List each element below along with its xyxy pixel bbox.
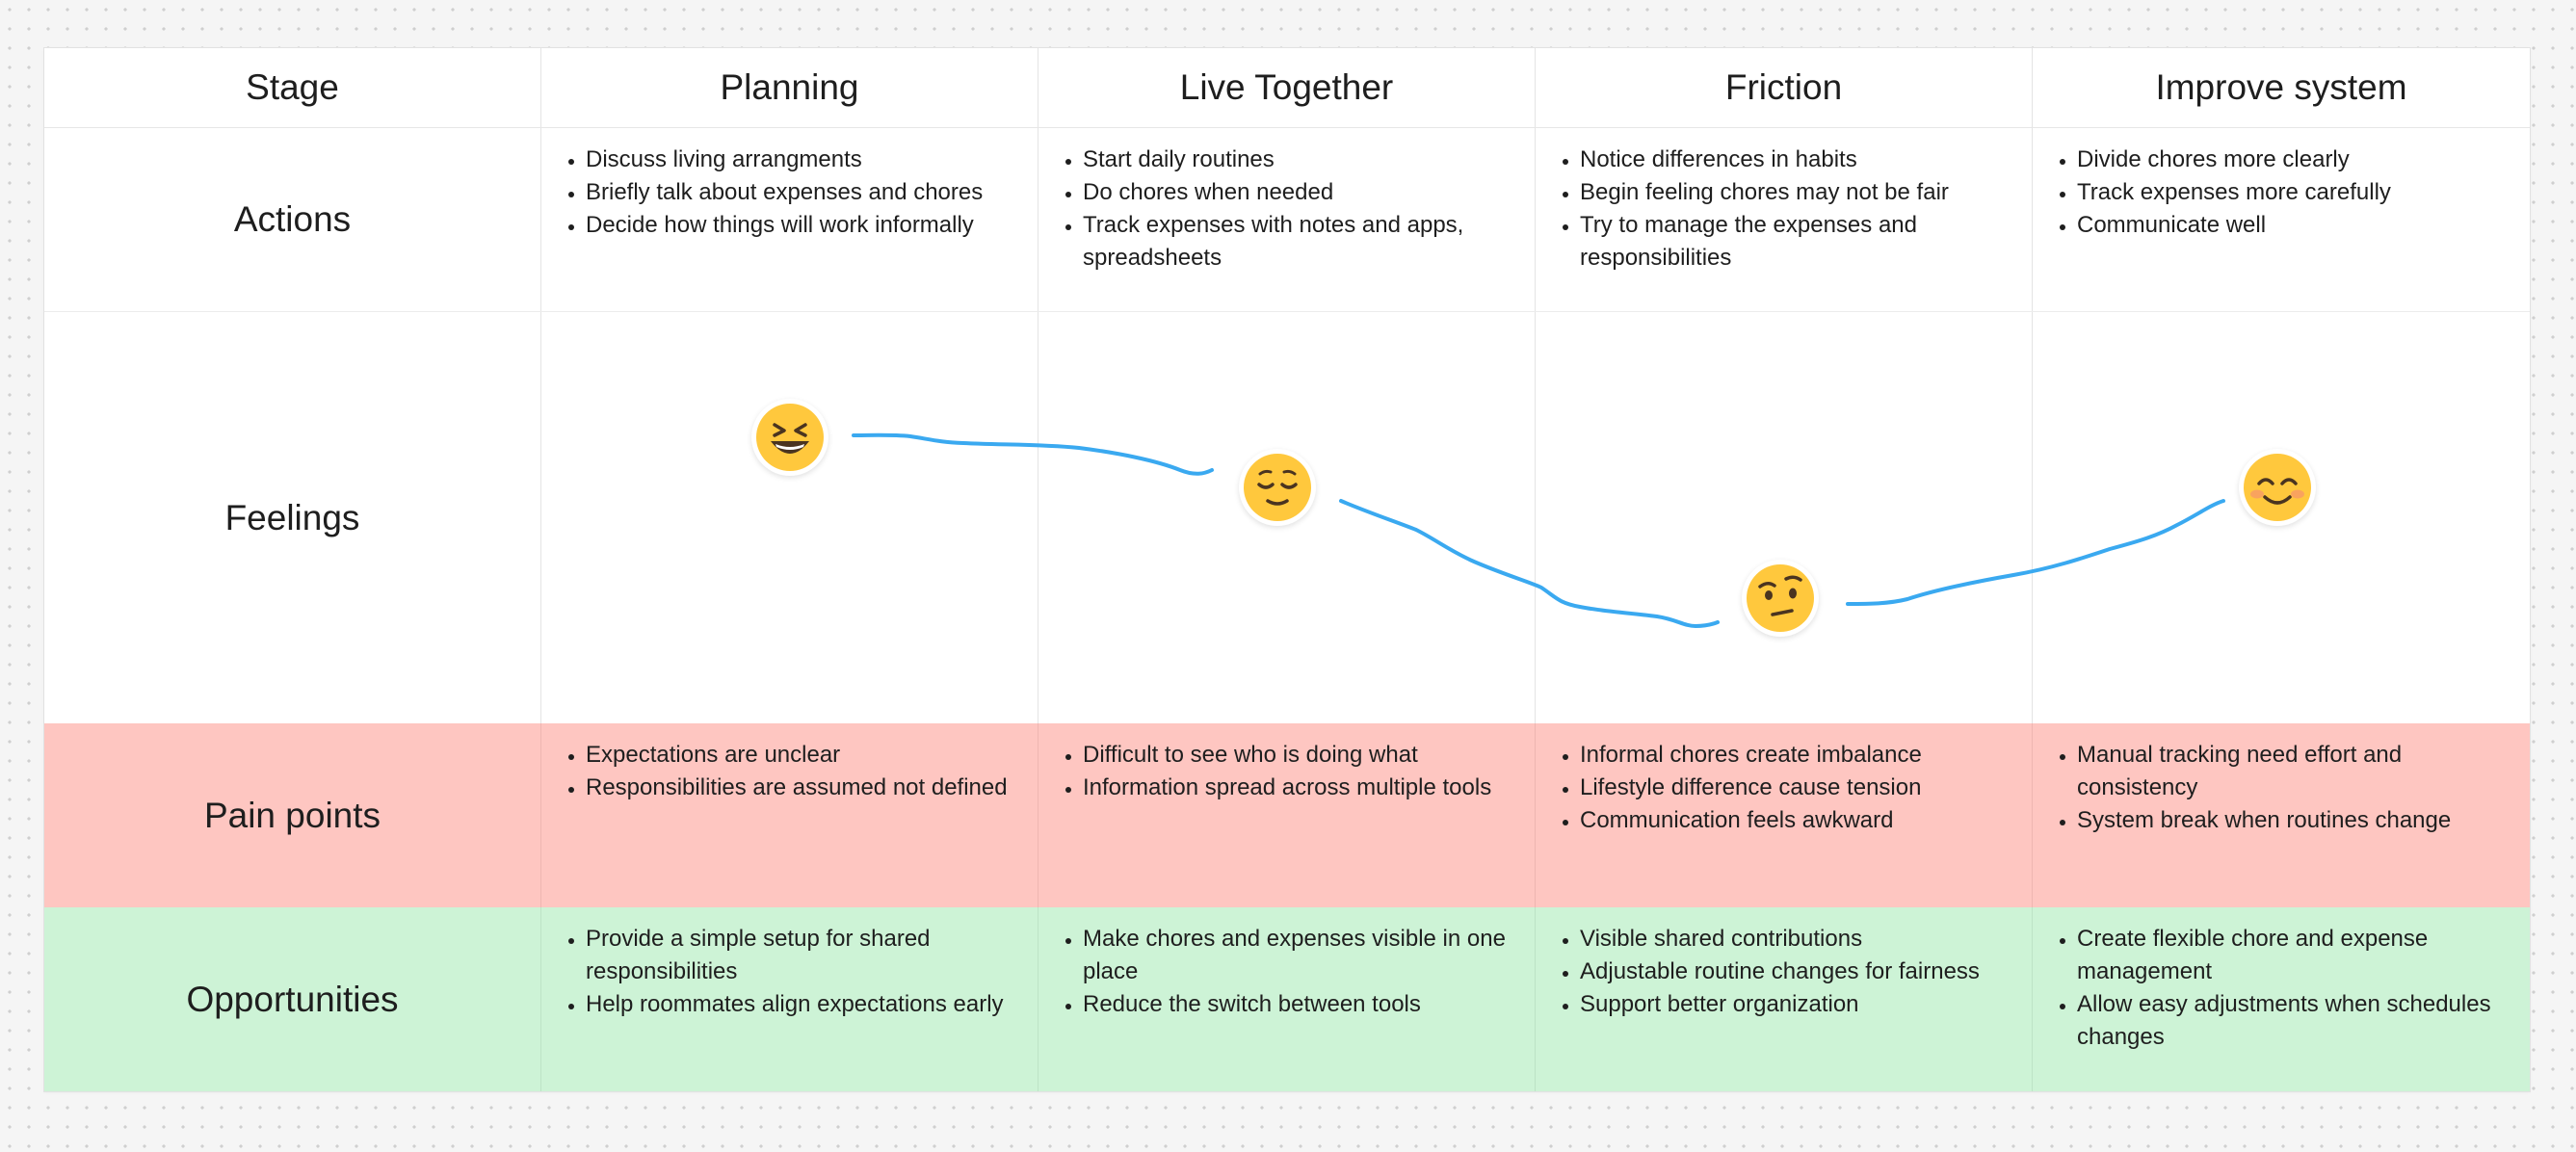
list-item: Difficult to see who is doing what: [1083, 739, 1517, 772]
list-item: Allow easy adjustments when schedules ch…: [2077, 988, 2512, 1054]
list-item: Make chores and expenses visible in one …: [1083, 923, 1517, 988]
actions-planning: Discuss living arrangments Briefly talk …: [541, 128, 1038, 311]
feelings-label: Feelings: [44, 312, 541, 723]
opps-improve-system: Create flexible chore and expense manage…: [2033, 907, 2530, 1091]
header-row: Stage Planning Live Together Friction Im…: [44, 48, 2530, 128]
list-item: Briefly talk about expenses and chores: [586, 176, 1020, 209]
bullet-list: Discuss living arrangments Briefly talk …: [541, 128, 1038, 242]
actions-row: Actions Discuss living arrangments Brief…: [44, 128, 2530, 312]
feelings-planning: [541, 312, 1038, 723]
stage-friction: Friction: [1536, 48, 2033, 127]
list-item: Decide how things will work informally: [586, 209, 1020, 242]
list-item: Adjustable routine changes for fairness: [1580, 956, 2014, 988]
bullet-list: Create flexible chore and expense manage…: [2033, 907, 2530, 1054]
pains-planning: Expectations are unclear Responsibilitie…: [541, 723, 1038, 907]
list-item: Communicate well: [2077, 209, 2512, 242]
pain-points-label: Pain points: [44, 723, 541, 907]
list-item: Help roommates align expectations early: [586, 988, 1020, 1021]
pain-points-row: Pain points Expectations are unclear Res…: [44, 723, 2530, 907]
list-item: Begin feeling chores may not be fair: [1580, 176, 2014, 209]
list-item: Track expenses with notes and apps, spre…: [1083, 209, 1517, 275]
stage-planning: Planning: [541, 48, 1038, 127]
list-item: Do chores when needed: [1083, 176, 1517, 209]
pains-friction: Informal chores create imbalance Lifesty…: [1536, 723, 2033, 907]
bullet-list: Provide a simple setup for shared respon…: [541, 907, 1038, 1021]
list-item: Informal chores create imbalance: [1580, 739, 2014, 772]
list-item: Discuss living arrangments: [586, 144, 1020, 176]
relieved-face-icon: [1239, 449, 1316, 526]
list-item: Track expenses more carefully: [2077, 176, 2512, 209]
actions-improve-system: Divide chores more clearly Track expense…: [2033, 128, 2530, 311]
pains-live-together: Difficult to see who is doing what Infor…: [1038, 723, 1536, 907]
opps-live-together: Make chores and expenses visible in one …: [1038, 907, 1536, 1091]
bullet-list: Start daily routines Do chores when need…: [1038, 128, 1535, 275]
actions-live-together: Start daily routines Do chores when need…: [1038, 128, 1536, 311]
smiling-face-with-smiling-eyes-icon: [2239, 449, 2316, 526]
list-item: Visible shared contributions: [1580, 923, 2014, 956]
actions-label: Actions: [44, 128, 541, 311]
bullet-list: Visible shared contributions Adjustable …: [1536, 907, 2032, 1021]
list-item: Provide a simple setup for shared respon…: [586, 923, 1020, 988]
bullet-list: Difficult to see who is doing what Infor…: [1038, 723, 1535, 804]
list-item: Communication feels awkward: [1580, 804, 2014, 837]
list-item: Reduce the switch between tools: [1083, 988, 1517, 1021]
list-item: Divide chores more clearly: [2077, 144, 2512, 176]
face-with-raised-eyebrow-icon: [1742, 560, 1819, 637]
bullet-list: Divide chores more clearly Track expense…: [2033, 128, 2530, 242]
stage-header: Stage: [44, 48, 541, 127]
list-item: Responsibilities are assumed not defined: [586, 772, 1020, 804]
list-item: Support better organization: [1580, 988, 2014, 1021]
pains-improve-system: Manual tracking need effort and consiste…: [2033, 723, 2530, 907]
bullet-list: Manual tracking need effort and consiste…: [2033, 723, 2530, 837]
actions-friction: Notice differences in habits Begin feeli…: [1536, 128, 2033, 311]
opportunities-row: Opportunities Provide a simple setup for…: [44, 907, 2530, 1091]
stage-improve-system: Improve system: [2155, 67, 2407, 107]
bullet-list: Notice differences in habits Begin feeli…: [1536, 128, 2032, 275]
opportunities-label: Opportunities: [44, 907, 541, 1091]
opps-planning: Provide a simple setup for shared respon…: [541, 907, 1038, 1091]
feelings-friction: [1536, 312, 2033, 723]
list-item: Information spread across multiple tools: [1083, 772, 1517, 804]
list-item: Lifestyle difference cause tension: [1580, 772, 2014, 804]
list-item: Start daily routines: [1083, 144, 1517, 176]
grinning-squinting-face-icon: [751, 399, 828, 476]
list-item: Manual tracking need effort and consiste…: [2077, 739, 2512, 804]
list-item: Expectations are unclear: [586, 739, 1020, 772]
stage-live-together: Live Together: [1038, 48, 1536, 127]
list-item: Create flexible chore and expense manage…: [2077, 923, 2512, 988]
list-item: Notice differences in habits: [1580, 144, 2014, 176]
journey-map-board: Stage Planning Live Together Friction Im…: [44, 48, 2530, 1091]
bullet-list: Make chores and expenses visible in one …: [1038, 907, 1535, 1021]
list-item: System break when routines change: [2077, 804, 2512, 837]
bullet-list: Expectations are unclear Responsibilitie…: [541, 723, 1038, 804]
bullet-list: Informal chores create imbalance Lifesty…: [1536, 723, 2032, 837]
list-item: Try to manage the expenses and responsib…: [1580, 209, 2014, 275]
opps-friction: Visible shared contributions Adjustable …: [1536, 907, 2033, 1091]
